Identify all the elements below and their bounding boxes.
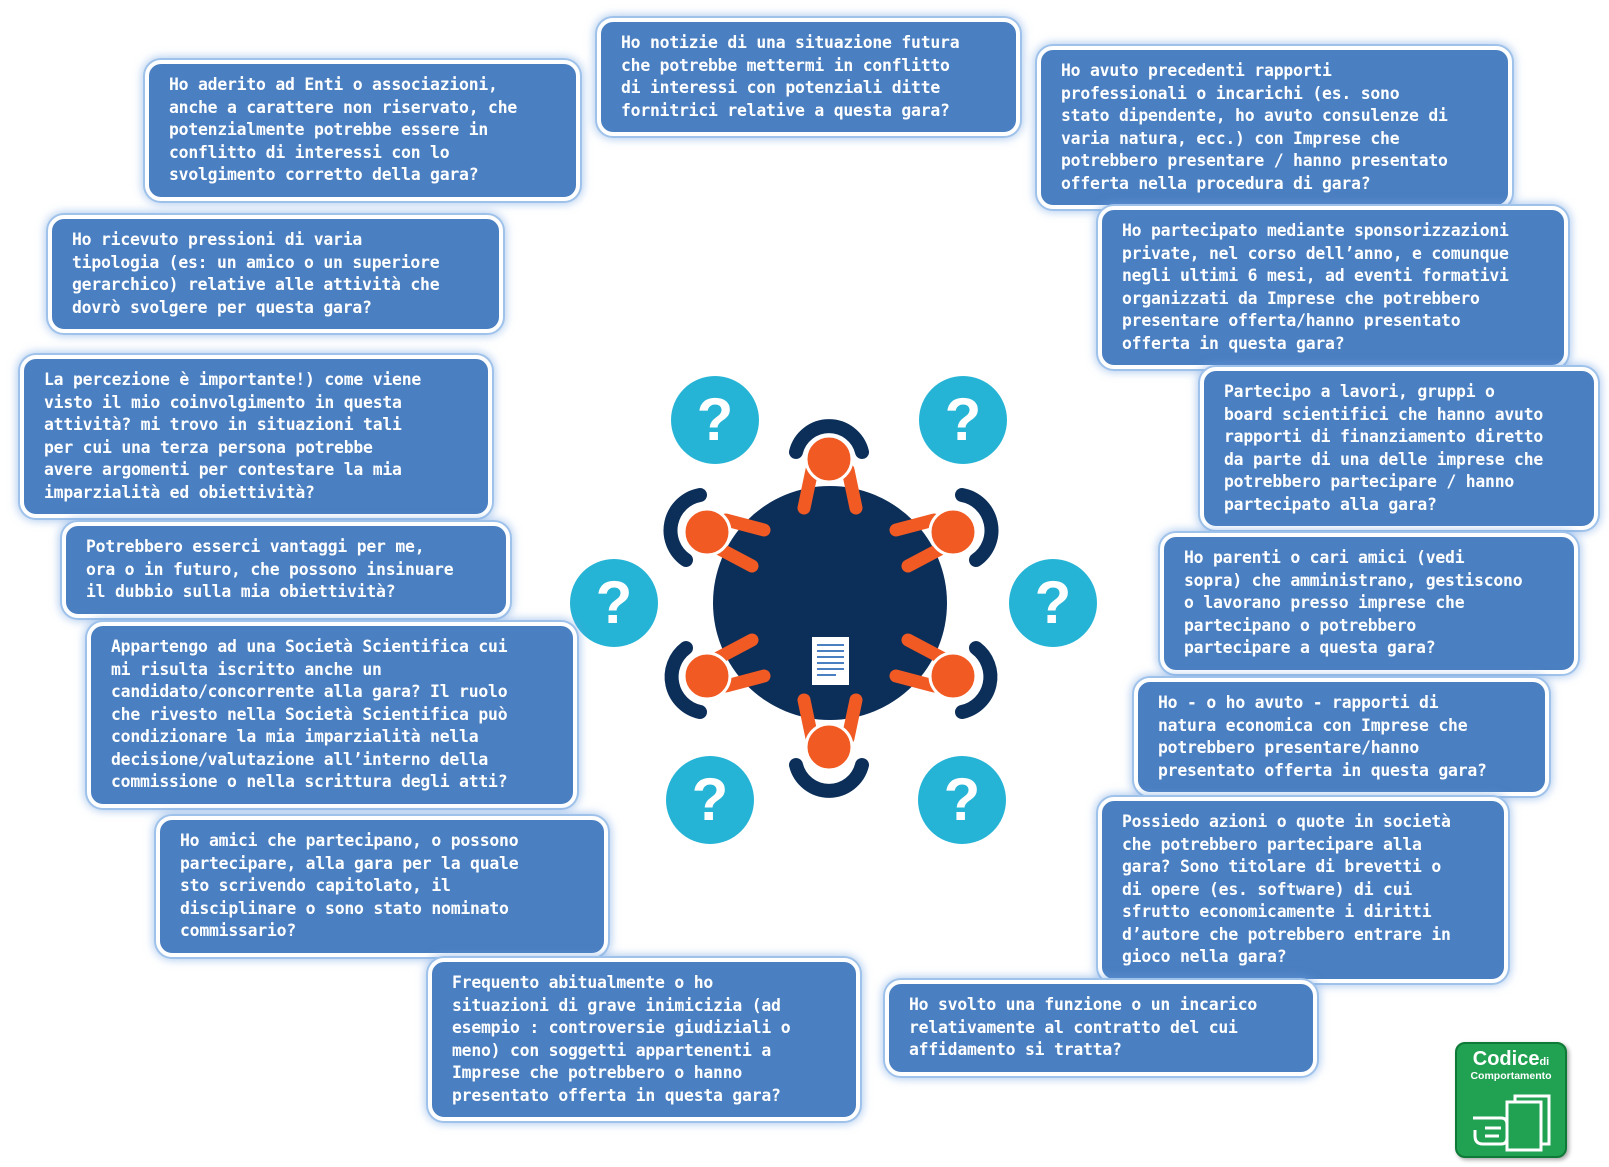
person-icon [928, 651, 978, 701]
question-circle-top-left: ? [671, 376, 759, 464]
question-mark-icon: ? [1035, 569, 1072, 636]
question-box-perception: La percezione è importante!) come viene … [20, 355, 492, 518]
question-box-advantages: Potrebbero esserci vantaggi per me, ora … [62, 522, 510, 618]
question-circle-right: ? [1009, 559, 1097, 647]
pointing-hand-document-icon [1473, 1094, 1551, 1152]
question-mark-icon: ? [697, 386, 734, 453]
round-table [713, 486, 947, 720]
person-icon [682, 507, 732, 557]
question-box-scientific-society: Appartengo ad una Società Scientifica cu… [87, 622, 577, 808]
question-mark-icon: ? [692, 766, 729, 833]
question-box-economic-relations: Ho - o ho avuto - rapporti di natura eco… [1134, 678, 1549, 796]
question-box-scientific-boards: Partecipo a lavori, gruppi o board scien… [1200, 367, 1598, 530]
person-icon [804, 722, 854, 772]
document-icon [812, 637, 849, 685]
question-box-future-conflict: Ho notizie di una situazione futura che … [597, 18, 1020, 136]
question-mark-icon: ? [944, 766, 981, 833]
codice-comportamento-logo: Codicedi Comportamento [1455, 1042, 1567, 1158]
question-circle-top-right: ? [919, 376, 1007, 464]
question-box-prior-role: Ho svolto una funzione o un incarico rel… [885, 980, 1317, 1076]
question-mark-icon: ? [945, 386, 982, 453]
person-icon [804, 434, 854, 484]
person-heads [682, 434, 978, 772]
question-box-enmity: Frequento abitualmente o ho situazioni d… [428, 958, 860, 1121]
question-box-professional-relations: Ho avuto precedenti rapporti professiona… [1037, 46, 1512, 209]
question-circle-bottom-left: ? [666, 756, 754, 844]
logo-subtitle: Comportamento [1470, 1070, 1552, 1082]
question-box-pressures: Ho ricevuto pressioni di varia tipologia… [48, 215, 503, 333]
logo-title: Codicedi [1472, 1048, 1550, 1070]
question-circle-bottom-right: ? [918, 756, 1006, 844]
question-box-friends: Ho amici che partecipano, o possono part… [156, 816, 608, 957]
question-circle-left: ? [570, 559, 658, 647]
question-box-sponsorships: Ho partecipato mediante sponsorizzazioni… [1098, 206, 1568, 369]
person-icon [682, 651, 732, 701]
chair-arcs [663, 419, 999, 798]
question-box-shares-patents: Possiedo azioni o quote in società che p… [1098, 797, 1508, 983]
question-box-relatives: Ho parenti o cari amici (vedi sopra) che… [1160, 533, 1578, 674]
person-icon [928, 507, 978, 557]
question-mark-icon: ? [596, 569, 633, 636]
question-box-associations: Ho aderito ad Enti o associazioni, anche… [145, 60, 580, 201]
